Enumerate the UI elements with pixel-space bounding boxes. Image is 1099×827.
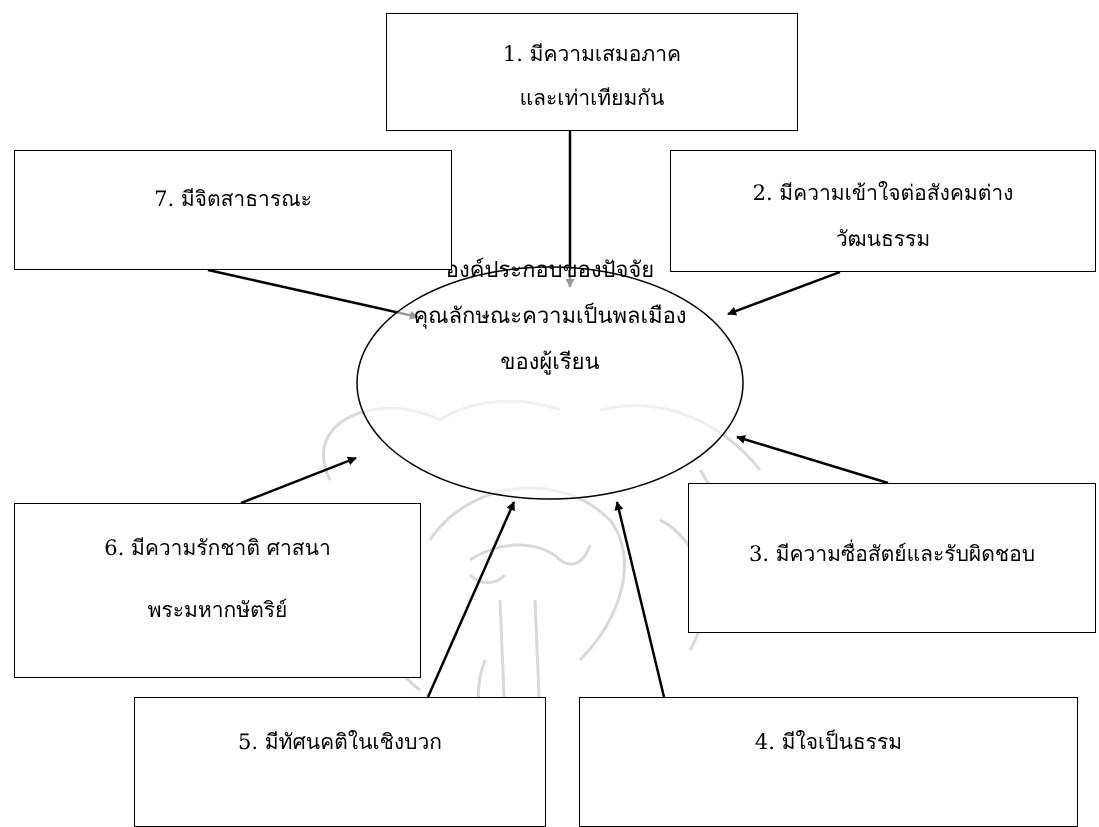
box-1-line-2: และเท่าเทียมกัน <box>519 86 665 110</box>
arrow-from-box-3 <box>736 435 889 485</box>
box-1-line-1: 1. มีความเสมอภาค <box>502 42 682 66</box>
box-1-equality: 1. มีความเสมอภาค และเท่าเทียมกัน <box>386 13 798 131</box>
box-4-line-1: 4. มีใจเป็นธรรม <box>754 730 903 754</box>
box-5-positive-attitude: 5. มีทัศนคติในเชิงบวก <box>134 697 546 827</box>
arrow-from-box-5 <box>426 501 516 698</box>
box-5-line-1: 5. มีทัศนคติในเชิงบวก <box>238 730 442 754</box>
arrow-from-box-7 <box>207 268 419 320</box>
box-6-patriotism: 6. มีความรักชาติ ศาสนา พระมหากษัตริย์ <box>14 503 421 678</box>
box-7-line-1: 7. มีจิตสาธารณะ <box>154 187 312 211</box>
arrow-from-box-2 <box>727 270 841 316</box>
box-6-line-2: พระมหากษัตริย์ <box>147 598 288 622</box>
arrow-from-box-4 <box>614 501 666 698</box>
box-2-line-1: 2. มีความเข้าใจต่อสังคมต่าง <box>752 181 1014 205</box>
center-label: องค์ประกอบของปัจจัย คุณลักษณะความเป็นพลเ… <box>360 248 740 386</box>
center-line-1: องค์ประกอบของปัจจัย <box>445 258 655 283</box>
box-6-line-1: 6. มีความรักชาติ ศาสนา <box>104 536 331 560</box>
arrow-from-box-6 <box>240 456 357 505</box>
box-2-multicultural: 2. มีความเข้าใจต่อสังคมต่าง วัฒนธรรม <box>670 150 1096 272</box>
center-line-2: คุณลักษณะความเป็นพลเมือง <box>413 304 687 329</box>
center-ellipse <box>356 266 744 500</box>
box-3-line-1: 3. มีความซื่อสัตย์และรับผิดชอบ <box>748 542 1036 566</box>
box-7-public-mind: 7. มีจิตสาธารณะ <box>14 150 452 270</box>
box-4-fairness: 4. มีใจเป็นธรรม <box>579 697 1078 827</box>
box-3-honesty: 3. มีความซื่อสัตย์และรับผิดชอบ <box>688 483 1096 633</box>
center-line-3: ของผู้เรียน <box>500 350 600 375</box>
box-2-line-2: วัฒนธรรม <box>835 227 931 251</box>
